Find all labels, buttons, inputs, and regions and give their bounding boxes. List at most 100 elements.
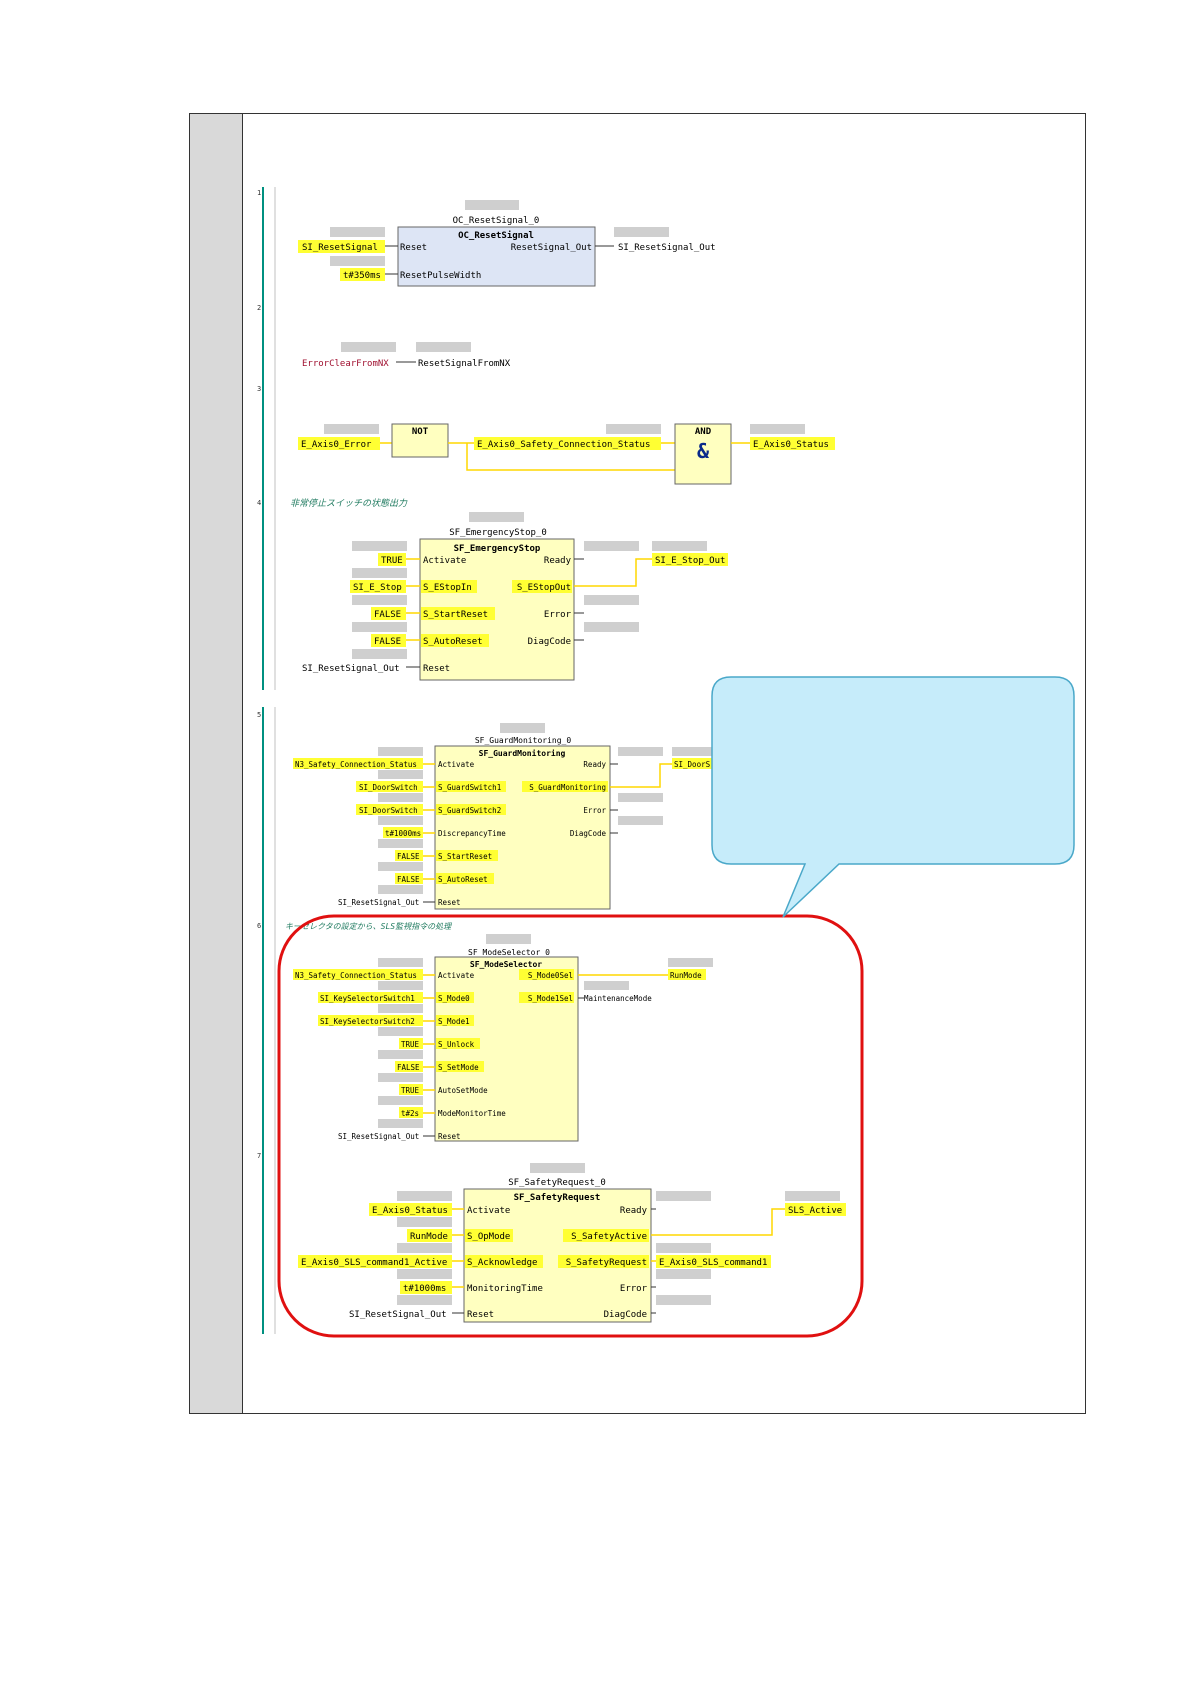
variable-highlight[interactable] <box>785 1203 846 1216</box>
pin-label: Activate <box>423 556 466 566</box>
rung-comment: 非常停止スイッチの状態出力 <box>290 498 408 509</box>
pin-label: MonitoringTime <box>467 1284 543 1294</box>
pin-label: DiagCode <box>528 637 571 647</box>
pin-label: S_EStopIn <box>423 583 472 593</box>
placeholder-bar <box>618 793 663 802</box>
fb-block-guardmonitoring[interactable] <box>434 745 611 910</box>
pin-label: Error <box>544 610 572 620</box>
not-block[interactable] <box>391 423 449 458</box>
variable-highlight[interactable] <box>383 827 423 838</box>
placeholder-bar <box>614 227 669 237</box>
variable-highlight[interactable] <box>293 969 423 980</box>
fb-type-name: SF_EmergencyStop <box>454 544 541 554</box>
wire <box>466 443 675 471</box>
variable-name: N3_Safety_Connection_Status <box>295 760 417 769</box>
variable-highlight[interactable] <box>340 268 385 281</box>
variable-highlight[interactable] <box>371 634 406 647</box>
variable-name: TRUE <box>381 556 403 566</box>
rung-number: 1 <box>257 189 261 197</box>
pin-highlight <box>519 969 574 980</box>
variable-name: SI_DoorSwitch <box>359 806 418 815</box>
variable-highlight[interactable] <box>318 1015 423 1026</box>
variable-name: SI_DoorS <box>674 760 711 769</box>
variable-highlight[interactable] <box>350 580 406 593</box>
variable-highlight[interactable] <box>371 607 406 620</box>
placeholder-bar <box>341 342 396 352</box>
placeholder-bar <box>378 981 423 990</box>
variable-highlight[interactable] <box>356 804 423 815</box>
variable-highlight[interactable] <box>369 1203 452 1216</box>
variable-name: FALSE <box>397 1063 420 1072</box>
wire <box>574 558 652 587</box>
variable-name: SI_DoorSwitch <box>359 783 418 792</box>
fb-instance-name: SF_SafetyRequest_0 <box>508 1178 606 1188</box>
variable-name: E_Axis0_Error <box>301 440 372 450</box>
pin-highlight <box>465 1255 543 1268</box>
and-symbol: & <box>697 439 710 463</box>
placeholder-bar <box>584 595 639 605</box>
variable-highlight[interactable] <box>298 437 380 450</box>
variable-highlight[interactable] <box>656 1255 771 1268</box>
pin-highlight <box>558 1255 649 1268</box>
variable-highlight[interactable] <box>399 1084 423 1095</box>
variable-name: SI_E_Stop_Out <box>655 556 725 566</box>
placeholder-bar <box>656 1269 711 1279</box>
placeholder-bar <box>672 747 717 756</box>
variable-highlight[interactable] <box>407 1229 452 1242</box>
variable-highlight[interactable] <box>750 437 835 450</box>
pin-highlight <box>436 1038 480 1049</box>
variable-highlight[interactable] <box>395 850 423 861</box>
variable-name: SI_ResetSignal <box>302 243 378 253</box>
variable-highlight[interactable] <box>298 1255 452 1268</box>
placeholder-bar <box>378 816 423 825</box>
placeholder-bar <box>584 541 639 551</box>
pin-label: Ready <box>544 556 572 566</box>
variable-highlight[interactable] <box>400 1281 452 1294</box>
rung-number: 5 <box>257 711 261 719</box>
pin-label: Ready <box>583 760 606 769</box>
variable-name: t#2s <box>401 1109 419 1118</box>
variable-highlight[interactable] <box>293 758 423 769</box>
fb-type-name: SF_GuardMonitoring <box>479 748 566 758</box>
placeholder-bar <box>378 1073 423 1082</box>
variable-highlight[interactable] <box>395 1061 423 1072</box>
variable-name: FALSE <box>397 875 420 884</box>
pin-label: Reset <box>467 1310 494 1320</box>
pin-label: S_Acknowledge <box>467 1258 537 1268</box>
variable-highlight[interactable] <box>378 553 406 566</box>
variable-highlight[interactable] <box>668 969 706 980</box>
pin-label: DiagCode <box>570 829 607 838</box>
variable-highlight[interactable] <box>395 873 423 884</box>
placeholder-bar <box>378 1027 423 1036</box>
variable-highlight[interactable] <box>474 437 661 450</box>
rung-number: 3 <box>257 385 261 393</box>
rung-number: 4 <box>257 499 261 507</box>
placeholder-bar <box>668 958 713 967</box>
and-label: AND <box>695 427 712 437</box>
variable-highlight[interactable] <box>399 1107 423 1118</box>
variable-highlight[interactable] <box>356 781 423 792</box>
variable-name: RunMode <box>410 1232 448 1242</box>
placeholder-bar <box>656 1295 711 1305</box>
pin-label: DiagCode <box>604 1310 647 1320</box>
variable-highlight[interactable] <box>652 553 728 566</box>
pin-label: S_Mode1 <box>438 1017 470 1026</box>
placeholder-bar <box>378 1004 423 1013</box>
placeholder-bar <box>486 934 531 944</box>
variable-highlight[interactable] <box>399 1038 423 1049</box>
placeholder-bar <box>652 541 707 551</box>
variable-highlight[interactable] <box>298 240 385 253</box>
fb-block-ocresetsignal[interactable] <box>397 226 596 287</box>
pin-label: ResetPulseWidth <box>400 271 481 281</box>
pin-highlight <box>519 992 574 1003</box>
placeholder-bar <box>352 568 407 578</box>
variable-name: ErrorClearFromNX <box>302 359 389 369</box>
wire <box>651 1208 785 1236</box>
variable-highlight[interactable] <box>672 758 722 769</box>
variable-highlight[interactable] <box>318 992 423 1003</box>
variable-name: SI_ResetSignal_Out <box>338 898 419 907</box>
and-block[interactable] <box>674 423 732 485</box>
pin-label: Error <box>620 1284 648 1294</box>
placeholder-bar <box>378 1096 423 1105</box>
variable-name: t#350ms <box>343 271 381 281</box>
